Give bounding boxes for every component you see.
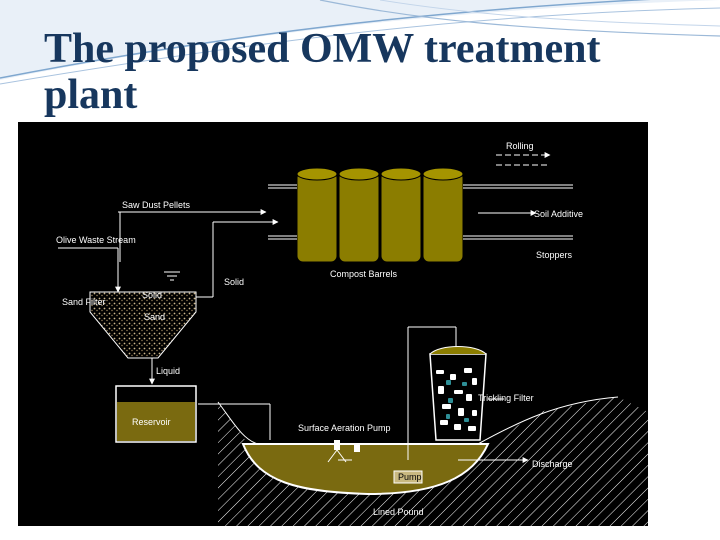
rolling-indicator — [496, 152, 551, 166]
compost-barrels — [268, 167, 573, 263]
process-schematic: Rolling Saw Dust Pellets Soil Additive O… — [56, 141, 648, 526]
label-saw-dust-pellets: Saw Dust Pellets — [122, 200, 191, 210]
lined-pond — [241, 443, 490, 496]
label-pump: Pump — [398, 472, 422, 482]
label-solid-in-filter: Solid — [142, 290, 162, 300]
surface-aeration-pump — [327, 440, 360, 463]
label-liquid: Liquid — [156, 366, 180, 376]
slide-title: The proposed OMW treatment plant — [44, 26, 601, 118]
label-surface-aeration-pump: Surface Aeration Pump — [298, 423, 391, 433]
label-rolling: Rolling — [506, 141, 534, 151]
flow-lines — [58, 209, 537, 463]
trickling-filter — [429, 346, 487, 441]
label-reservoir: Reservoir — [132, 417, 171, 427]
label-olive-waste-stream: Olive Waste Stream — [56, 235, 136, 245]
label-solid-right: Solid — [224, 277, 244, 287]
pump-box — [393, 470, 423, 484]
decorative-swoosh — [0, 0, 720, 85]
label-sand: Sand — [144, 312, 165, 322]
label-discharge: Discharge — [532, 459, 573, 469]
label-soil-additive: Soil Additive — [534, 209, 583, 219]
reservoir — [115, 385, 197, 443]
label-stoppers: Stoppers — [536, 250, 573, 260]
sand-filter — [89, 271, 197, 359]
label-trickling-filter: Trickling Filter — [478, 393, 534, 403]
label-lined-pound: Lined Pound — [373, 507, 424, 517]
label-compost-barrels: Compost Barrels — [330, 269, 398, 279]
treatment-plant-diagram: Rolling Saw Dust Pellets Soil Additive O… — [18, 122, 648, 526]
label-sand-filter: Sand Filter — [62, 297, 106, 307]
